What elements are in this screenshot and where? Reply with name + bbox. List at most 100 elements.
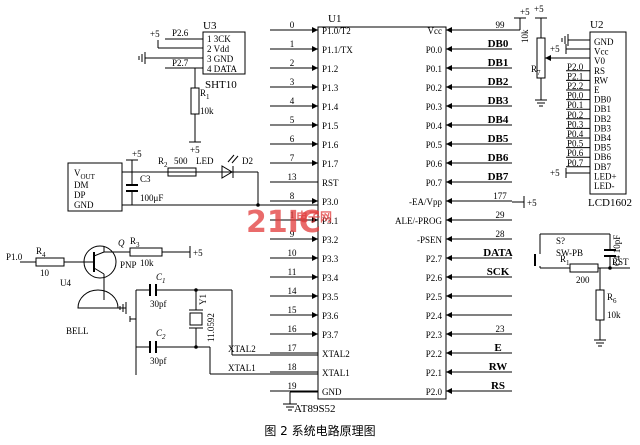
u1-right-pin-name-15: P2.4 xyxy=(426,311,443,321)
watermark-big: 21IC xyxy=(246,205,321,240)
u1-left-pin-name-19: GND xyxy=(322,387,342,397)
u1-right-pin-name-5: P0.4 xyxy=(426,121,443,131)
u3-pin-4: 4 DATA xyxy=(207,64,238,74)
d2-ref: D2 xyxy=(242,156,253,166)
u3-port-data: P2.7 xyxy=(172,58,189,68)
r1-reset-sub: 1 xyxy=(566,259,570,267)
u2-port-0: P2.0 xyxy=(567,62,584,72)
bell-label: BELL xyxy=(66,326,89,336)
u1-left-pin-num-17: 17 xyxy=(288,343,298,353)
c3-ref: C3 xyxy=(140,174,151,184)
u1-right-net-8: DB7 xyxy=(488,171,509,183)
u1-left-pin-name-9: P3.0 xyxy=(322,197,339,207)
u1-right-pin-name-10: ALE/-PROG xyxy=(395,216,443,226)
u1-left-pin-name-5: P1.5 xyxy=(322,121,339,131)
u2-pin-5: E xyxy=(594,85,600,95)
xtal2-net: XTAL2 xyxy=(228,344,256,354)
u2-port-8: P0.5 xyxy=(567,139,584,149)
u1-ground xyxy=(283,391,318,411)
u2-port-9: P0.6 xyxy=(567,148,584,158)
u2-pin-8: DB2 xyxy=(594,114,611,124)
r4-sub: 4 xyxy=(42,251,46,259)
u1-vcc-supply: +5 xyxy=(512,7,530,31)
u1-left-pin-num-14: 14 xyxy=(288,286,298,296)
u1-left-pin-num-8: 13 xyxy=(288,172,298,182)
u1-right-pin-num-0: 99 xyxy=(496,20,506,30)
r2-sub: 2 xyxy=(164,161,168,169)
u1-right-pin-name-13: P2.6 xyxy=(426,273,443,283)
u1-left-pin-num-1: 1 xyxy=(290,39,295,49)
u1-right-pin-name-18: P2.1 xyxy=(426,368,442,378)
u2-pin-7: DB1 xyxy=(594,104,611,114)
c2-ref: C xyxy=(156,328,163,338)
u1-microcontroller: U1 AT89S52 0P1.0/T21P1.1/TX2P1.23P1.34P1… xyxy=(270,13,513,415)
u2-pin-6: DB0 xyxy=(594,95,612,105)
u1-right-pin-num-10: 29 xyxy=(496,210,506,220)
u1-left-pin-num-18: 18 xyxy=(288,362,298,372)
r6-ref: R xyxy=(607,292,613,302)
u1-right-pin-name-0: Vcc xyxy=(428,26,443,36)
u1-right-pin-num-9: 177 xyxy=(493,191,507,201)
r4-ref: R xyxy=(36,246,42,256)
u1-left-pin-name-3: P1.3 xyxy=(322,83,339,93)
svg-text:R3: R3 xyxy=(130,236,140,249)
svg-text:R1: R1 xyxy=(560,254,570,267)
u2-port-4: P0.1 xyxy=(567,100,583,110)
u1-left-pin-num-12: 10 xyxy=(288,248,298,258)
u1-left-pin-num-10: 1 xyxy=(290,210,295,220)
reset-net: RST xyxy=(612,257,629,267)
crystal-oscillator: C1 30pf C2 30pf Y1 11.0592 XTAL2 XTAL1 xyxy=(129,272,318,375)
xtal-value: 11.0592 xyxy=(206,313,216,342)
u1-right-pin-name-12: P2.7 xyxy=(426,254,443,264)
reset-circuit: S? SW-PB C4 10pF R1 200 RST R6 10k xyxy=(534,233,630,347)
r2-value: 500 xyxy=(174,156,188,166)
svg-text:R1: R1 xyxy=(200,88,210,101)
r1-reset-value: 200 xyxy=(576,275,590,285)
u1-left-pin-num-9: 8 xyxy=(290,191,295,201)
u2-pin-10: DB4 xyxy=(594,133,612,143)
switch-type: SW-PB xyxy=(556,248,583,258)
u1-right-net-18: RW xyxy=(489,361,508,373)
u2-port-2: P2.2 xyxy=(567,81,583,91)
u2-led-supply: +5 xyxy=(550,168,560,178)
u1-right-pin-name-17: P2.2 xyxy=(426,349,442,359)
watermark: 21IC 电子网 xyxy=(246,205,332,240)
u3-port-sck: P2.6 xyxy=(172,28,189,38)
c1-value: 30pf xyxy=(150,299,167,309)
u1-right-net-6: DB5 xyxy=(488,133,509,145)
u1-left-pin-num-19: 19 xyxy=(288,381,298,391)
u2-port-labels: P2.0P2.1P2.2P0.0P0.1P0.2P0.3P0.4P0.5P0.6… xyxy=(566,62,590,168)
u1-left-pin-name-6: P1.6 xyxy=(322,140,339,150)
u2-port-5: P0.2 xyxy=(567,110,583,120)
u1-right-pin-name-4: P0.3 xyxy=(426,102,443,112)
vout-sub: OUT xyxy=(81,173,96,181)
power-pin-gnd: GND xyxy=(74,200,94,210)
u2-pin-14: LED+ xyxy=(594,171,617,181)
u1-left-pin-num-6: 6 xyxy=(290,134,295,144)
u3-pin-1: 1 3CK xyxy=(207,34,231,44)
u2-pin-1: Vcc xyxy=(594,47,609,57)
u1-right-pin-name-2: P0.1 xyxy=(426,64,442,74)
u1-left-pins: 0P1.0/T21P1.1/TX2P1.23P1.34P1.45P1.56P1.… xyxy=(270,20,353,397)
r4-value: 10 xyxy=(40,268,50,278)
r3-supply: +5 xyxy=(193,248,203,258)
r1-pullup-value: 10k xyxy=(200,106,214,116)
u1-right-net-17: E xyxy=(494,342,501,354)
power-supply: +5 xyxy=(132,149,142,159)
r6-value: 10k xyxy=(607,310,621,320)
u3-pin-2: 2 Vdd xyxy=(207,44,230,54)
u3-part: SHT10 xyxy=(205,79,237,91)
u1-right-pin-num-16: 23 xyxy=(496,324,506,334)
xtal1-net: XTAL1 xyxy=(228,363,256,373)
u1-left-pin-name-18: XTAL1 xyxy=(322,368,350,378)
u2-pin-labels: GNDVccV0RSRWEDB0DB1DB2DB3DB4DB5DB6DB7LED… xyxy=(594,37,617,191)
u1-right-net-1: DB0 xyxy=(488,38,509,50)
c3-value: 100μF xyxy=(140,193,163,203)
vout-label: V xyxy=(74,168,81,178)
u2-port-3: P0.0 xyxy=(567,91,584,101)
u2-pin-2: V0 xyxy=(594,56,605,66)
u1-right-net-19: RS xyxy=(491,380,505,392)
r6-sub: 6 xyxy=(613,297,617,305)
